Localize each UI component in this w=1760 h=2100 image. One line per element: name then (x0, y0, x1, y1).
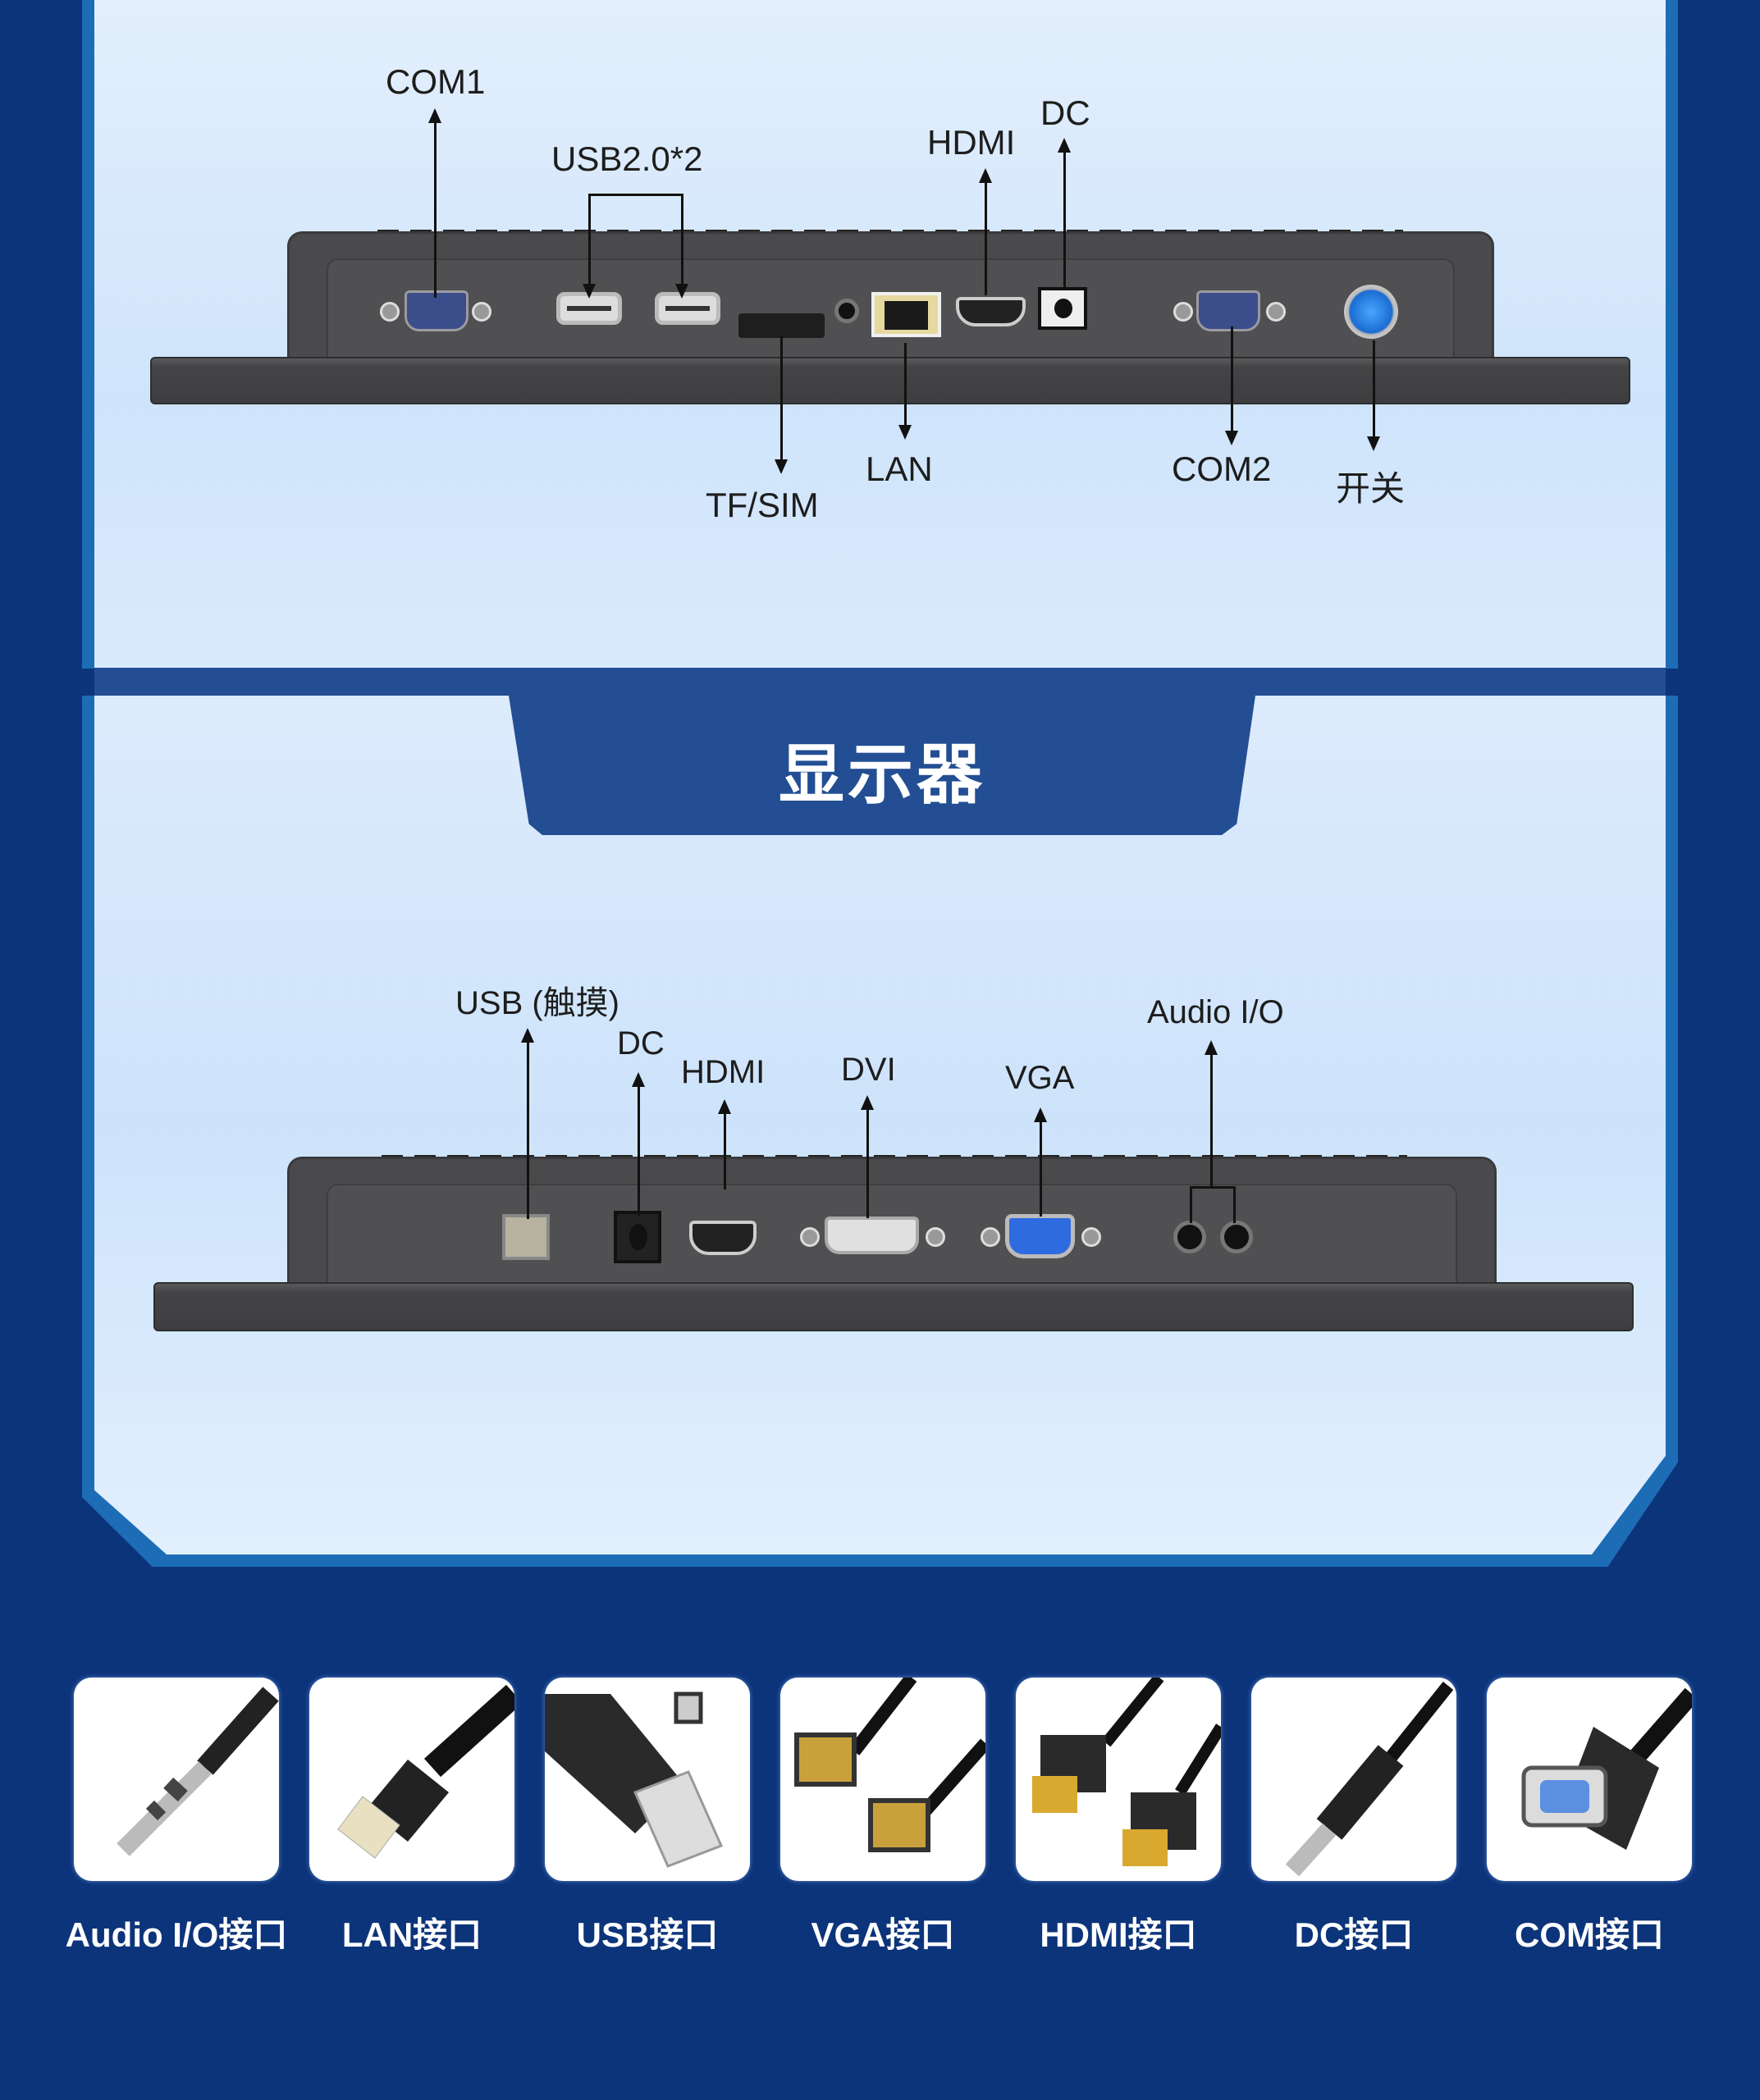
arrow-up-icon (1205, 1040, 1218, 1055)
tf-sim-slot-icon (738, 313, 825, 338)
label-audio-io: Audio I/O (1147, 994, 1284, 1030)
audio-plug-icon (117, 1687, 279, 1856)
label-dvi: DVI (841, 1052, 896, 1088)
arrow-down-icon (775, 459, 788, 474)
leader-line (1210, 1052, 1213, 1188)
label-dc: DC (617, 1025, 665, 1061)
arrow-down-icon (1225, 431, 1238, 445)
audio-jack-icon (1173, 1221, 1206, 1253)
dc-plug-icon (1285, 1682, 1454, 1877)
leader-line (434, 121, 437, 298)
cable-label-hdmi: HDMI接口 (1040, 1915, 1197, 1954)
device-bezel (150, 357, 1630, 404)
arrow-up-icon (1058, 138, 1071, 153)
cable-card-usb (545, 1678, 750, 1881)
label-com1: COM1 (386, 62, 486, 101)
leader-line (1231, 326, 1233, 433)
label-hdmi: HDMI (681, 1054, 766, 1090)
arrow-down-icon (1367, 436, 1380, 451)
hdmi-port-icon (689, 1221, 757, 1255)
cable-card-vga (780, 1678, 985, 1881)
screw-icon (1173, 302, 1193, 322)
audio-jack-icon (1220, 1221, 1253, 1253)
arrow-up-icon (521, 1028, 534, 1043)
label-tf-sim: TF/SIM (706, 486, 819, 524)
leader-line (724, 1112, 726, 1189)
arrow-up-icon (979, 168, 992, 183)
usb-b-port-icon (502, 1214, 550, 1260)
cable-card-dc (1251, 1678, 1456, 1881)
bracket-line (589, 194, 683, 196)
leader-line (985, 180, 987, 295)
leader-line (904, 343, 907, 425)
power-button-icon (1344, 285, 1398, 339)
arrow-up-icon (718, 1099, 731, 1114)
com1-port-icon (405, 290, 469, 331)
section-tab-title: 显示器 (779, 738, 985, 811)
hdmi-plug-icon (1032, 1678, 1221, 1866)
screw-icon (380, 302, 400, 322)
dc-port-icon (614, 1211, 661, 1263)
cable-card-hdmi (1016, 1678, 1221, 1881)
vga-plug-icon (794, 1678, 985, 1852)
label-dc: DC (1040, 94, 1090, 132)
cable-label-usb: USB接口 (576, 1915, 719, 1954)
cable-label-vga: VGA接口 (811, 1915, 955, 1954)
bracket-line (1190, 1186, 1235, 1189)
leader-line (1063, 151, 1066, 290)
screw-icon (981, 1227, 1000, 1247)
cable-label-audio: Audio I/O接口 (65, 1915, 288, 1954)
leader-line (681, 194, 683, 284)
cable-card-com (1487, 1678, 1692, 1881)
leader-line (1040, 1120, 1042, 1217)
lan-plug-icon (337, 1684, 514, 1859)
usb-plug-icon (545, 1691, 724, 1868)
cable-label-lan: LAN接口 (341, 1915, 482, 1954)
section-tab (509, 696, 1255, 835)
leader-line (527, 1040, 529, 1219)
arrow-down-icon (898, 425, 912, 440)
leader-line (780, 336, 783, 459)
arrow-up-icon (632, 1072, 645, 1087)
dc-port-icon (1038, 287, 1087, 330)
screw-icon (1266, 302, 1286, 322)
leader-line (1373, 340, 1375, 439)
leader-line (588, 194, 591, 284)
arrow-down-icon (675, 284, 688, 299)
label-hdmi: HDMI (927, 123, 1016, 162)
screw-icon (1081, 1227, 1101, 1247)
audio-jack-icon (834, 299, 859, 323)
label-vga: VGA (1005, 1060, 1075, 1096)
monitor-panel (82, 696, 1678, 1567)
com-plug-icon (1521, 1687, 1692, 1850)
label-usb: USB2.0*2 (551, 139, 703, 178)
arrow-up-icon (861, 1095, 874, 1110)
leader-line (1190, 1186, 1192, 1223)
screw-icon (800, 1227, 820, 1247)
hdmi-port-icon (956, 297, 1026, 326)
label-com2: COM2 (1172, 450, 1272, 488)
arrow-up-icon (1034, 1107, 1047, 1122)
dvi-port-icon (825, 1217, 919, 1254)
label-usb-touch: USB (触摸) (455, 985, 619, 1021)
label-power-switch: 开关 (1336, 469, 1406, 508)
leader-line (1233, 1186, 1236, 1223)
leader-line (866, 1107, 869, 1218)
arrow-down-icon (583, 284, 596, 299)
cable-card-lan (309, 1678, 514, 1881)
leader-line (638, 1084, 640, 1216)
section-divider-bar (94, 668, 1666, 696)
screw-icon (926, 1227, 945, 1247)
cable-label-dc: DC接口 (1294, 1915, 1414, 1954)
cable-label-com: COM接口 (1515, 1915, 1664, 1954)
cable-card-audio (74, 1678, 279, 1881)
arrow-up-icon (428, 108, 441, 123)
lan-port-icon (871, 292, 941, 337)
screw-icon (472, 302, 491, 322)
label-lan: LAN (866, 450, 933, 488)
device-bezel (153, 1282, 1634, 1331)
vga-port-icon (1005, 1214, 1075, 1258)
com2-port-icon (1196, 290, 1260, 331)
